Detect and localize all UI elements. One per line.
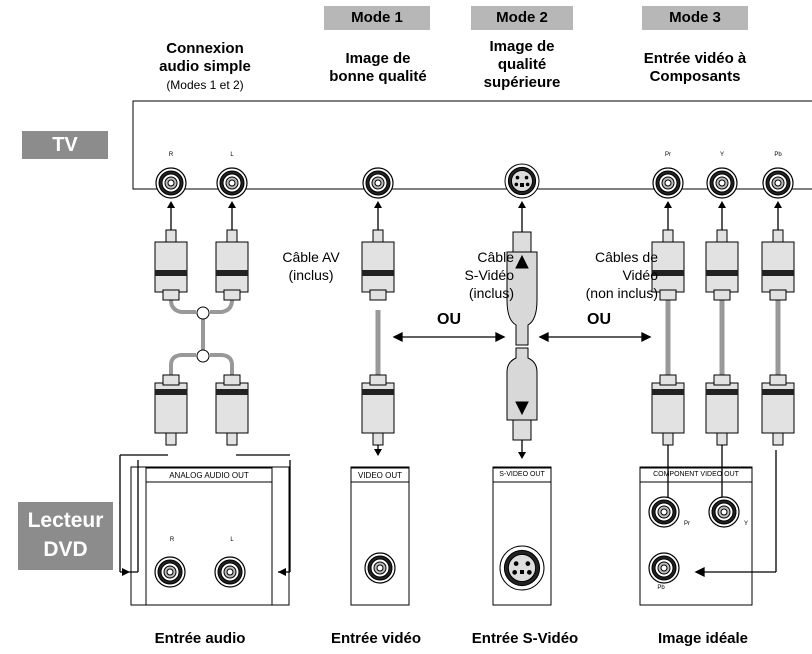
header-audio-sub: (Modes 1 et 2)	[166, 78, 244, 92]
tv-panel	[132, 100, 812, 190]
audio-plug-l-bottom	[215, 374, 249, 446]
cable-svideo-label: Câble S-Vidéo (inclus)	[464, 249, 514, 301]
dvd-jack-pr	[648, 496, 680, 528]
panel-label-video: VIDEO OUT	[357, 471, 402, 480]
bottom-label-ideal: Image idéale	[657, 630, 749, 647]
jack-label-l-tv: L	[230, 152, 234, 158]
jack-label-pr-dvd: Pr	[684, 521, 690, 527]
tv-jack-y	[706, 167, 738, 199]
header-mode1: Image de bonne qualité	[329, 50, 427, 85]
cable-av-label: Câble AV (inclus)	[282, 249, 340, 283]
component-plug-pr-top	[651, 229, 685, 301]
jack-label-pb-dvd: Pb	[657, 585, 665, 591]
header-mode3: Entrée vidéo à Composants	[643, 50, 747, 85]
tv-jack-video	[362, 167, 394, 199]
bottom-label-audio: Entrée audio	[154, 630, 246, 647]
tv-jack-pr	[652, 167, 684, 199]
dvd-panel-audio	[130, 466, 290, 606]
jack-label-r-dvd: R	[169, 537, 175, 543]
dvd-jack-y	[708, 496, 740, 528]
dvd-jack-pb	[648, 552, 680, 584]
audio-plug-l-top	[215, 229, 249, 301]
component-plug-y-bottom	[705, 374, 739, 446]
jack-label-y-dvd: Y	[743, 521, 748, 527]
panel-label-svideo: S-VIDEO OUT	[499, 471, 545, 478]
or-label-1: OU	[437, 311, 461, 328]
panel-label-component: COMPONENT VIDEO OUT	[653, 471, 739, 478]
audio-plug-r-top	[154, 229, 188, 301]
dvd-jack-audio-r	[154, 556, 186, 588]
tv-jack-audio-r	[155, 167, 187, 199]
component-plug-pb-bottom	[761, 374, 795, 446]
jack-label-l-dvd: L	[230, 537, 234, 543]
tv-jack-pb	[762, 167, 794, 199]
bottom-label-svideo: Entrée S-Vidéo	[471, 630, 579, 647]
or-label-2: OU	[587, 311, 611, 328]
cable-component-label: Câbles de Vidéo (non inclus)	[585, 249, 658, 301]
audio-plug-r-bottom	[154, 374, 188, 446]
jack-label-pb-tv: Pb	[774, 152, 782, 158]
dvd-jack-svideo	[499, 545, 545, 591]
dvd-jack-audio-l	[214, 556, 246, 588]
dvd-panel-video	[350, 466, 410, 606]
dvd-player-label: Lecteur DVD	[18, 502, 113, 570]
mode-3-label: Mode 3	[642, 6, 748, 30]
av-plug-top	[361, 229, 395, 301]
jack-label-r-tv: R	[168, 152, 174, 158]
dvd-jack-video	[364, 552, 396, 584]
component-plug-y-top	[705, 229, 739, 301]
panel-label-audio: ANALOG AUDIO OUT	[169, 471, 249, 480]
bottom-label-video: Entrée vidéo	[330, 630, 422, 647]
tv-label: TV	[22, 131, 108, 159]
jack-label-pr-tv: Pr	[665, 152, 671, 158]
component-plug-pb-top	[761, 229, 795, 301]
mode-2-label: Mode 2	[471, 6, 573, 30]
tv-jack-audio-l	[216, 167, 248, 199]
av-plug-bottom	[361, 374, 395, 446]
header-mode2: Image de qualité supérieure	[483, 38, 561, 91]
component-plug-pr-bottom	[651, 374, 685, 446]
mode-1-label: Mode 1	[324, 6, 430, 30]
jack-label-y-tv: Y	[719, 152, 724, 158]
tv-jack-svideo	[504, 163, 540, 199]
header-audio: Connexion audio simple	[159, 40, 251, 75]
